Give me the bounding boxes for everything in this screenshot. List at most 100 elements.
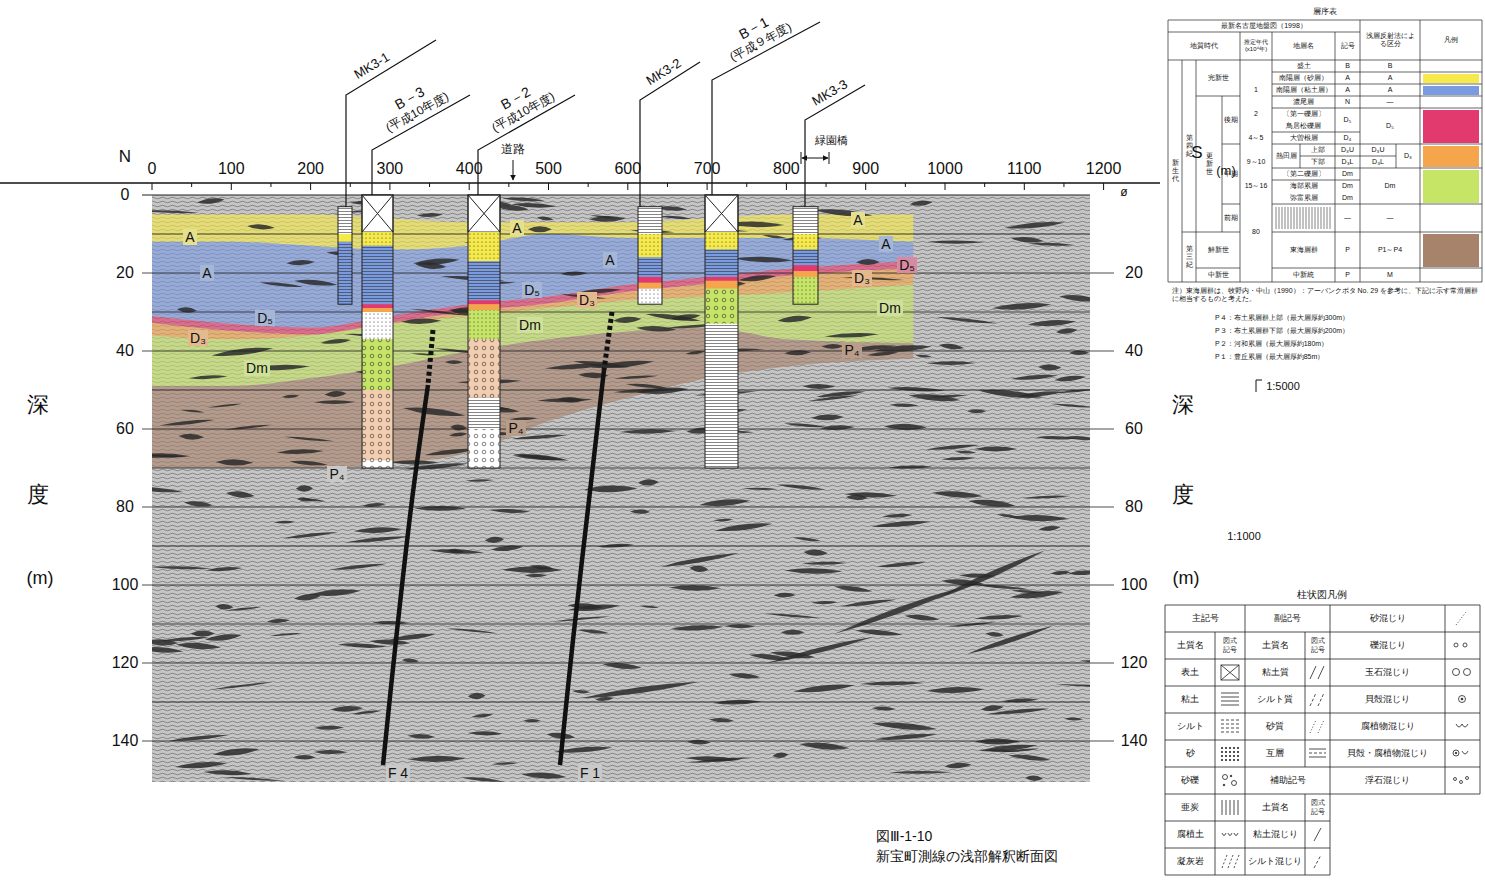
direction-label: S bbox=[1191, 143, 1202, 163]
hatch-symbol bbox=[1282, 207, 1283, 229]
reflector-lens bbox=[289, 460, 328, 467]
borehole-label: MK3-1 bbox=[352, 50, 393, 83]
formation-symbol: D₄ bbox=[1344, 134, 1352, 142]
section-graphic bbox=[1230, 800, 1231, 815]
depth-gridline bbox=[142, 663, 1114, 664]
reflector-lens bbox=[992, 301, 1052, 311]
section-graphic bbox=[793, 207, 818, 305]
section-graphic bbox=[362, 390, 393, 460]
figure-caption: 図Ⅲ-1-10 新宝町測線の浅部解釈断面図 bbox=[876, 826, 1081, 867]
depth-gridline bbox=[152, 624, 1090, 625]
depth-tick: 80 bbox=[1125, 498, 1143, 516]
reflector-lens bbox=[578, 628, 610, 634]
section-graphic bbox=[362, 246, 393, 305]
hatch-symbol bbox=[1309, 207, 1310, 229]
section-graphic bbox=[468, 339, 500, 398]
reflector-lens bbox=[485, 536, 505, 544]
reflector-lens bbox=[802, 384, 835, 389]
depth-gridline bbox=[152, 390, 1090, 391]
borehole-column bbox=[705, 195, 738, 468]
reflector-lens bbox=[402, 405, 465, 419]
reflector-lens bbox=[330, 705, 363, 712]
formation-name: 東海層群 bbox=[1290, 246, 1318, 254]
reflector-lens bbox=[816, 390, 866, 399]
section-graphic bbox=[705, 232, 738, 250]
section-graphic bbox=[829, 152, 830, 164]
section-graphic bbox=[1330, 740, 1480, 741]
reflector-lens bbox=[407, 755, 465, 762]
table-title: 層序表 bbox=[1313, 7, 1337, 16]
distance-tick: 200 bbox=[297, 160, 324, 178]
reflector-lens bbox=[282, 394, 300, 399]
formation-symbol: Dm bbox=[1342, 170, 1353, 178]
reflector-lens bbox=[450, 424, 467, 431]
reflector-lens bbox=[390, 460, 439, 465]
reflector-lens bbox=[638, 479, 659, 486]
section-graphic bbox=[1314, 855, 1321, 868]
section-graphic bbox=[1360, 20, 1361, 282]
reflector-lens bbox=[908, 392, 960, 403]
section-graphic bbox=[1182, 60, 1183, 282]
section-graphic bbox=[1165, 605, 1480, 606]
reflector-lens bbox=[274, 521, 295, 524]
section-graphic bbox=[1221, 705, 1239, 706]
reflector-lens bbox=[1068, 570, 1090, 576]
section-graphic bbox=[468, 304, 500, 310]
section-graphic bbox=[468, 195, 500, 468]
reflector-lens bbox=[784, 422, 827, 428]
section-graphic bbox=[1233, 755, 1234, 756]
reflection-class: B bbox=[1388, 62, 1393, 70]
depth-tick: 120 bbox=[112, 654, 139, 672]
reflector-lens bbox=[660, 215, 692, 220]
section-graphic bbox=[705, 289, 738, 324]
stratigraphy-table bbox=[1168, 20, 1482, 282]
reflector-lens bbox=[1059, 293, 1090, 303]
section-graphic bbox=[705, 195, 738, 232]
legend-cell: 亜炭 bbox=[1181, 802, 1199, 812]
section-graphic bbox=[1221, 720, 1239, 721]
section-graphic bbox=[1272, 96, 1360, 97]
reflector-lens bbox=[178, 433, 204, 440]
legend-cell: 表土 bbox=[1181, 667, 1199, 677]
fault-label: F 1 bbox=[578, 765, 602, 781]
legend-cell: 貝殻・腐植物混じり bbox=[1347, 748, 1428, 758]
reflector-lens bbox=[927, 241, 984, 244]
section-graphic bbox=[1165, 740, 1330, 741]
hatch-symbol bbox=[1327, 207, 1328, 229]
reflector-lens bbox=[984, 749, 1019, 753]
reflector-lens bbox=[502, 567, 562, 574]
hatch-symbol bbox=[1324, 207, 1325, 229]
epoch-label: 完新世 bbox=[1208, 74, 1229, 82]
axis-tick bbox=[865, 183, 866, 190]
reflector-lens bbox=[296, 485, 313, 492]
section-graphic bbox=[705, 289, 738, 324]
section-graphic bbox=[705, 195, 738, 232]
layer-label: A bbox=[200, 265, 213, 281]
formation-name: 上部 bbox=[1311, 146, 1325, 154]
reflector-lens bbox=[225, 606, 261, 612]
bridge-extent bbox=[802, 158, 828, 159]
reflector-lens bbox=[284, 436, 334, 443]
hatch-symbol bbox=[1288, 207, 1289, 229]
reflector-lens bbox=[513, 452, 569, 463]
section-graphic bbox=[1459, 696, 1466, 703]
reflector-lens bbox=[689, 565, 708, 573]
section-graphic bbox=[1464, 669, 1471, 676]
section-graphic bbox=[1330, 632, 1480, 633]
section-graphic bbox=[1237, 747, 1238, 748]
section-graphic bbox=[793, 207, 818, 234]
section-graphic bbox=[362, 304, 393, 308]
section-graphic bbox=[638, 207, 662, 234]
formation-name: 南陽層（砂層） bbox=[1279, 74, 1328, 82]
axis-title: (m) bbox=[27, 568, 54, 589]
reflection-class: ― bbox=[1387, 98, 1394, 106]
legend-cell: 粘土質 bbox=[1262, 667, 1289, 677]
layer-label: D₃ bbox=[852, 270, 872, 286]
section-graphic bbox=[1310, 693, 1316, 706]
depth-tick: 140 bbox=[112, 732, 139, 750]
reflector-lens bbox=[774, 593, 796, 598]
section-graphic bbox=[1360, 168, 1482, 169]
section-graphic bbox=[142, 195, 1090, 196]
section-graphic bbox=[362, 246, 393, 305]
